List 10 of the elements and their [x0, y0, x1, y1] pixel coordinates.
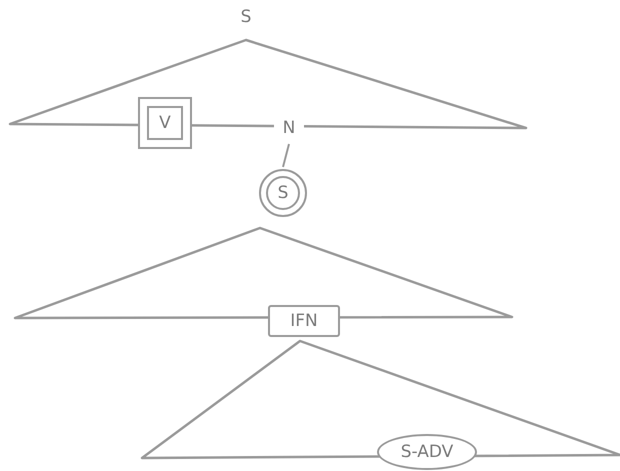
node-label: S-ADV	[400, 444, 454, 460]
node-label: S	[240, 8, 252, 26]
node-label: N	[282, 120, 296, 136]
double-boxed-label	[138, 97, 192, 149]
connector-line	[282, 144, 290, 168]
node-label: IFN	[290, 312, 318, 330]
node-label: V	[159, 114, 171, 132]
boxed-label	[268, 305, 340, 337]
node-label: S	[278, 184, 288, 202]
double-circled-label	[259, 169, 307, 217]
